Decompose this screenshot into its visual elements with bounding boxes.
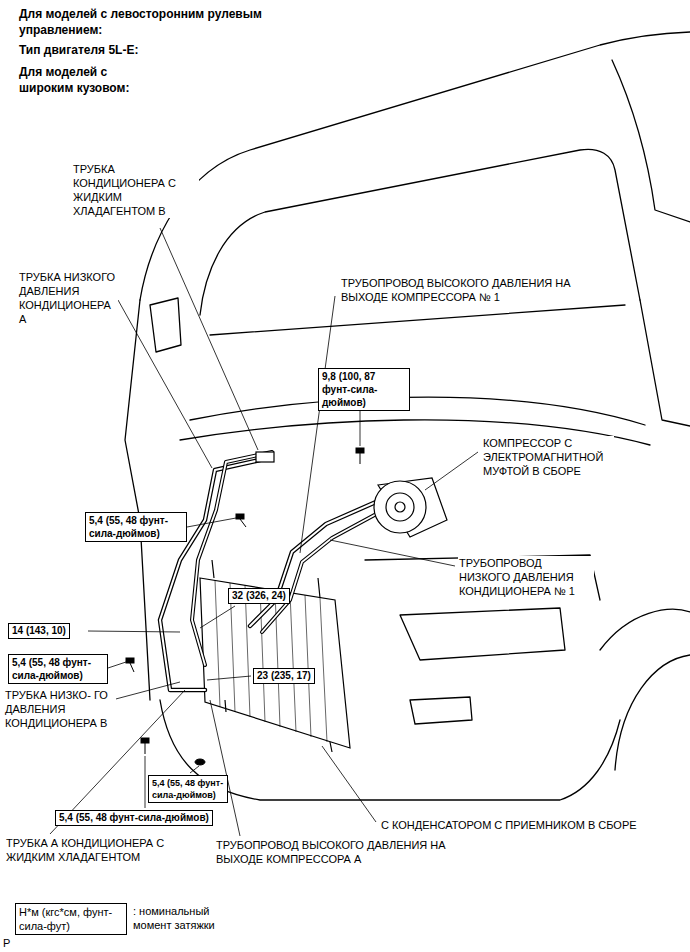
part-name: ТРУБОПРОВОД ВЫСОКОГО ДАВЛЕНИЯ НА ВЫХОДЕ …	[340, 276, 572, 304]
heading-note: Для моделей с широким кузовом:	[18, 64, 155, 96]
torque-value: 5,4 (55, 48 фунт-сила-дюймов)	[12, 656, 104, 682]
part-name: ТРУБОПРОВОД ВЫСОКОГО ДАВЛЕНИЯ НА ВЫХОДЕ …	[215, 838, 449, 866]
part-name: ТРУБКА КОНДИЦИОНЕРА С ЖИДКИМ ХЛАДАГЕНТОМ…	[72, 162, 199, 218]
torque-value: 5,4 (55, 48 фунт-сила-дюймов)	[59, 812, 209, 824]
heading-note: Для моделей с левосторонним рулевым упра…	[18, 6, 305, 38]
torque-box: 5,4 (55, 48 фунт-сила-дюймов)	[8, 654, 108, 684]
part-name: ТРУБОПРОВОД НИЗКОГО ДАВЛЕНИЯ КОНДИЦИОНЕР…	[458, 556, 594, 598]
part-name: КОМПРЕССОР С ЭЛЕКТРОМАГНИТНОЙ МУФТОЙ В С…	[482, 436, 614, 478]
figure-mark: P	[2, 936, 11, 950]
legend-sample-box: Н*м (кгс*см, фунт-сила-фут)	[15, 903, 127, 935]
torque-value: 14 (143, 10)	[12, 625, 66, 637]
legend-text: : номинальный момент затяжки	[132, 904, 242, 932]
torque-box: 5,4 (55, 48 фунт-сила-дюймов)	[85, 512, 187, 542]
torque-box: 23 (235, 17)	[253, 668, 315, 684]
torque-box: 32 (326, 24)	[228, 588, 290, 604]
torque-value: 5,4 (55, 48 фунт-сила-дюймов)	[89, 514, 183, 540]
torque-value: 9,8 (100, 87 фунт-сила-дюймов)	[322, 370, 406, 409]
part-name: ТРУБКА НИЗКО- ГО ДАВЛЕНИЯ КОНДИЦИОНЕРА В	[4, 688, 116, 730]
torque-box: 5,4 (55, 48 фунт-сила-дюймов)	[55, 810, 213, 826]
torque-value: 5,4 (55, 48 фунт-сила-дюймов)	[152, 777, 224, 801]
torque-box: 5,4 (55, 48 фунт-сила-дюймов)	[148, 775, 228, 803]
torque-value: 23 (235, 17)	[257, 670, 311, 682]
torque-value: 32 (326, 24)	[232, 590, 286, 602]
torque-box: 14 (143, 10)	[8, 623, 70, 639]
part-name: С КОНДЕНСАТОРОМ С ПРИЕМНИКОМ В СБОРЕ	[380, 818, 682, 832]
part-name: ТРУБКА А КОНДИЦИОНЕРА С ЖИДКИМ ХЛАДАГЕНТ…	[5, 836, 175, 864]
heading-note: Тип двигателя 5L-E:	[18, 42, 139, 58]
torque-box: 9,8 (100, 87 фунт-сила-дюймов)	[318, 368, 410, 411]
part-name: ТРУБКА НИЗКОГО ДАВЛЕНИЯ КОНДИЦИОНЕРА А	[18, 270, 118, 326]
torque-value: Н*м (кгс*см, фунт-сила-фут)	[19, 905, 123, 933]
